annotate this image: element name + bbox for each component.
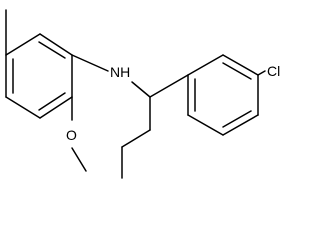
propyl-bond-2 bbox=[121, 129, 151, 148]
ring-b-bond-2 bbox=[222, 54, 259, 76]
aryl-amine-bond bbox=[71, 54, 109, 72]
oxygen-label: O bbox=[66, 127, 77, 143]
chemical-structure: NH O Cl bbox=[5, 9, 280, 179]
ring-b-bond-5 bbox=[187, 114, 224, 136]
right-aromatic-ring bbox=[187, 54, 259, 136]
ring-a-bond-6 bbox=[5, 33, 41, 56]
chlorine-label: Cl bbox=[267, 63, 280, 79]
amine-methine-bond bbox=[131, 81, 151, 98]
left-aromatic-ring bbox=[5, 33, 73, 119]
ring-b-inner-bond-2 bbox=[222, 110, 252, 128]
ring-a-inner-bond-1 bbox=[38, 41, 66, 59]
ring-a-bond-3 bbox=[39, 96, 73, 119]
ring-a-bond-1 bbox=[39, 33, 73, 56]
methine-aryl-bond bbox=[149, 74, 189, 98]
ring-b-bond-1 bbox=[187, 54, 224, 76]
ring-b-inner-bond-1 bbox=[222, 62, 252, 80]
ring-a-bond-4 bbox=[5, 96, 41, 119]
methoxy-bond bbox=[71, 147, 87, 172]
amine-label: NH bbox=[110, 64, 130, 80]
ring-b-bond-4 bbox=[222, 114, 259, 136]
aryl-chlorine-bond bbox=[257, 70, 266, 76]
ring-a-inner-bond-2 bbox=[38, 92, 66, 111]
